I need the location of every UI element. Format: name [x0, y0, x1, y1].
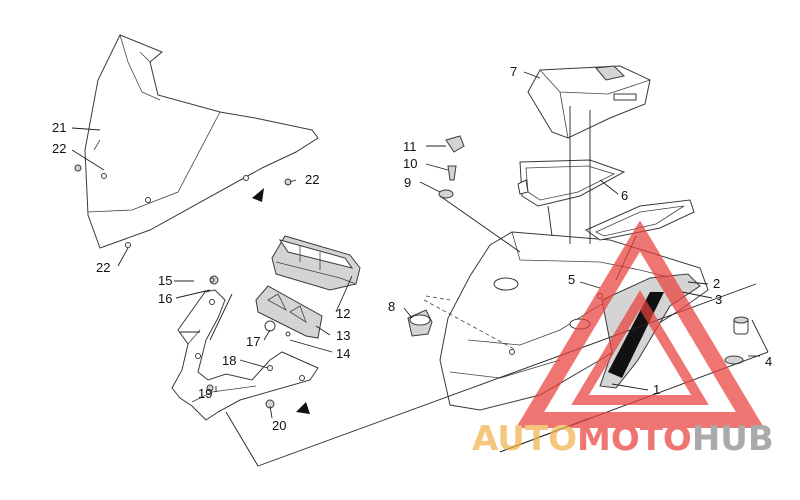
watermark-auto: AUTO [472, 419, 577, 459]
callout-15: 15 [158, 273, 172, 288]
callout-9: 9 [404, 175, 411, 190]
callout-12: 12 [336, 306, 350, 321]
nut-9 [438, 189, 454, 199]
headlight-fairing [439, 231, 709, 411]
callout-18: 18 [222, 353, 236, 368]
callout-22-bottom: 22 [96, 260, 110, 275]
callout-7: 7 [510, 64, 517, 79]
callout-3: 3 [715, 292, 722, 307]
instrument-cluster [271, 235, 361, 291]
top-cover [527, 65, 651, 139]
automotohub-watermark: AUTOMOTOHUB [472, 220, 774, 459]
fastener-4 [724, 316, 749, 365]
watermark-moto: MOTO [577, 419, 692, 459]
callout-2: 2 [713, 276, 720, 291]
callout-4: 4 [765, 354, 772, 369]
callout-19: 19 [198, 386, 212, 401]
headlight-switch [407, 309, 433, 337]
callout-22-right: 22 [305, 172, 319, 187]
watermark-hub: HUB [692, 419, 774, 459]
windshield [84, 34, 319, 249]
callout-22-left: 22 [52, 141, 66, 156]
callout-21: 21 [52, 120, 66, 135]
mount-bracket [171, 275, 319, 421]
callout-1: 1 [653, 382, 660, 397]
screw-10 [447, 165, 457, 181]
headlight-lenses [517, 159, 695, 241]
callout-14: 14 [336, 346, 350, 361]
watermark-triangle-logo [515, 220, 765, 428]
fasteners [74, 164, 292, 283]
watermark-text: AUTOMOTOHUB [472, 419, 774, 459]
callout-16: 16 [158, 291, 172, 306]
callout-8: 8 [388, 299, 395, 314]
cluster-bracket [255, 285, 323, 339]
callout-6: 6 [621, 188, 628, 203]
callout-17: 17 [246, 334, 260, 349]
callout-13: 13 [336, 328, 350, 343]
callout-labels: 1 2 3 4 5 6 7 8 9 10 11 12 13 14 15 16 1… [52, 64, 772, 433]
knob [445, 135, 465, 153]
callout-5: 5 [568, 272, 575, 287]
callout-10: 10 [403, 156, 417, 171]
callout-11: 11 [403, 139, 417, 154]
callout-20: 20 [272, 418, 286, 433]
